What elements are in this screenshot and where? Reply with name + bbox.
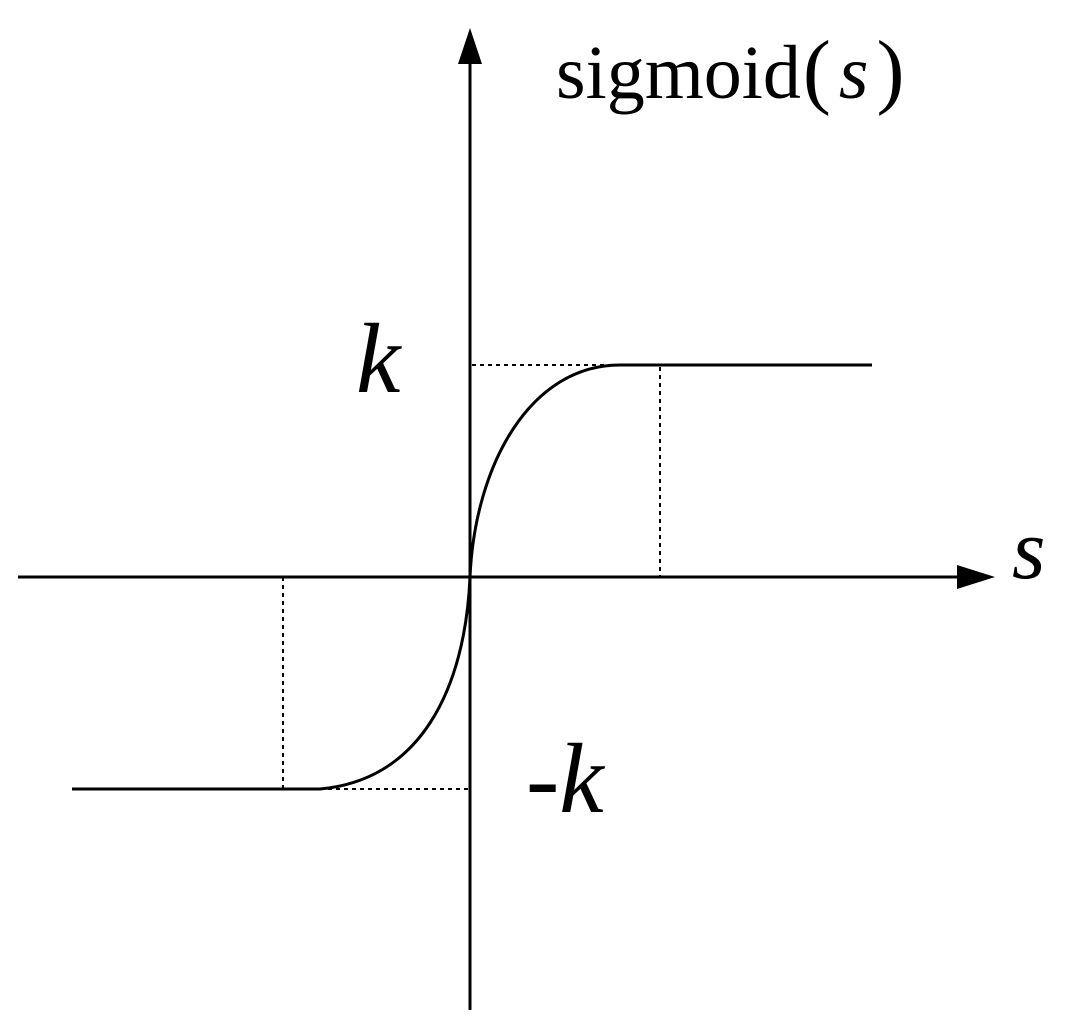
y-axis-label-function: sigmoid: [556, 31, 801, 115]
y-axis-label-close-paren: ): [876, 24, 904, 117]
upper-bound-label: k: [356, 303, 402, 414]
y-axis-label-argument: s: [839, 31, 869, 115]
y-axis-label-open-paren: (: [803, 24, 831, 117]
sigmoid-curve: [72, 363, 872, 791]
x-axis-label: s: [1012, 501, 1045, 597]
lower-bound-label: -k: [526, 723, 605, 834]
x-axis-arrowhead: [957, 565, 995, 589]
y-axis-arrowhead: [458, 28, 482, 64]
y-axis-label: sigmoid(s): [556, 24, 904, 117]
